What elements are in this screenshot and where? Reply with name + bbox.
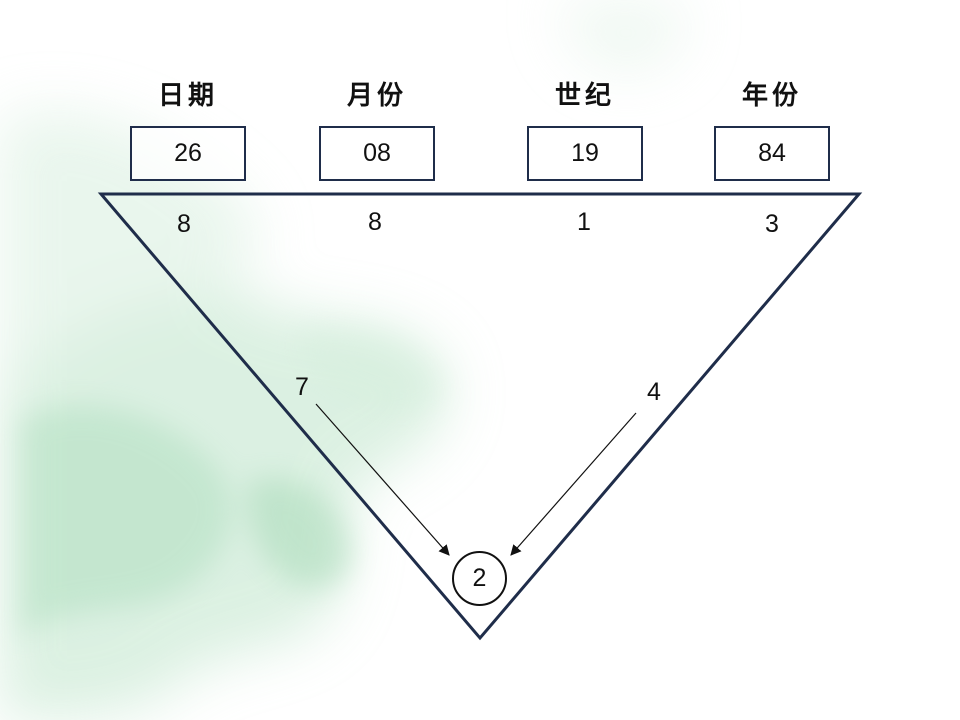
digit-day: 8 <box>177 210 191 238</box>
label-year: 年份 <box>741 81 802 111</box>
left-arrow <box>315 403 450 556</box>
right-arrow <box>510 412 637 556</box>
result-circle: 2 <box>452 551 507 606</box>
label-century: 世纪 <box>554 81 615 111</box>
value-box-year: 84 <box>714 126 830 181</box>
label-month: 月份 <box>346 81 407 111</box>
left-pair-sum: 7 <box>295 373 309 401</box>
value-century: 19 <box>571 139 599 167</box>
value-day: 26 <box>174 139 202 167</box>
value-box-day: 26 <box>130 126 246 181</box>
value-box-month: 08 <box>319 126 435 181</box>
result-value: 2 <box>472 564 487 592</box>
value-year: 84 <box>758 139 786 167</box>
value-month: 08 <box>363 139 391 167</box>
value-box-century: 19 <box>527 126 643 181</box>
label-day: 日期 <box>157 81 218 111</box>
digit-century: 1 <box>577 208 591 236</box>
right-pair-sum: 4 <box>647 378 661 406</box>
digit-month: 8 <box>368 208 382 236</box>
inverted-triangle <box>97 192 863 641</box>
digit-year: 3 <box>765 210 779 238</box>
